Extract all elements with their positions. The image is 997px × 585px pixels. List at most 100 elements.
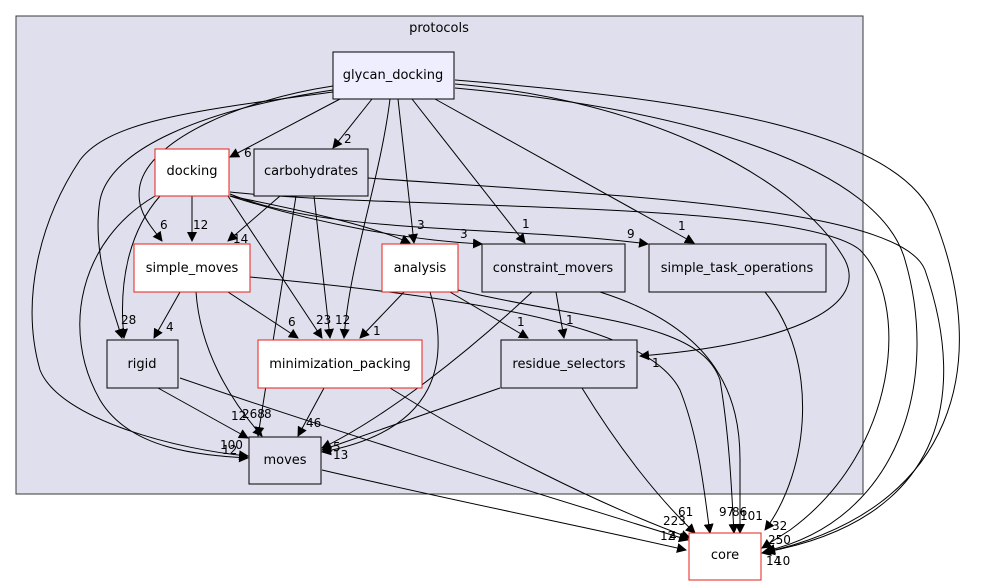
edge-glycan-docking-to-docking: [229, 98, 341, 158]
node-rigid[interactable]: rigid: [106, 339, 179, 389]
node-glycan-docking[interactable]: glycan_docking: [332, 51, 455, 100]
node-constraint-movers[interactable]: constraint_movers: [481, 243, 626, 293]
edge-rigid-to-core: [179, 377, 689, 543]
edge-glycan-docking-to-rigid: [97, 89, 334, 339]
edge-carbohydrates-to-core: [367, 177, 945, 556]
edge-glycan-docking-to-analysis: [397, 98, 418, 244]
edge-label: 1: [517, 315, 525, 329]
edge-label: 5: [333, 440, 341, 454]
edge-docking-to-analysis: [229, 195, 411, 244]
edge-label: 97: [719, 505, 734, 519]
edge-glycan-docking-to-core-1: [454, 79, 960, 556]
node-label: simple_task_operations: [661, 261, 814, 276]
edge-carbohydrates-to-moves: [254, 195, 297, 437]
edge-residue-selectors-to-core: [581, 387, 696, 534]
edge-constraint-movers-to-core: [599, 291, 745, 534]
edge-label: 12: [193, 218, 208, 232]
edge-label: 10: [775, 554, 790, 568]
node-label: simple_moves: [146, 261, 239, 276]
node-residue-selectors[interactable]: residue_selectors: [500, 339, 638, 389]
edge-glycan-docking-to-simple-task-operations: [434, 98, 695, 244]
edge-label: 3: [417, 218, 425, 232]
node-analysis[interactable]: analysis: [381, 243, 459, 293]
edge-label: 1: [566, 313, 574, 327]
edge-label: 268: [242, 407, 265, 421]
edge-label: 3: [460, 227, 468, 241]
edge-label: 13: [333, 448, 348, 462]
edge-carbohydrates-to-minimization-packing: [313, 195, 334, 339]
node-simple-moves[interactable]: simple_moves: [133, 243, 251, 293]
node-label: carbohydrates: [264, 164, 358, 179]
edge-analysis-to-minimization-packing: [359, 291, 405, 339]
edge-carbohydrates-to-simple-moves: [227, 195, 281, 242]
edge-glycan-docking-to-residue-selectors: [454, 83, 850, 361]
edge-label: 1: [678, 219, 686, 233]
edge-label: 14: [766, 554, 781, 568]
edge-label: 1: [652, 356, 660, 370]
edge-label: 86: [732, 505, 747, 519]
edge-label: 2: [344, 132, 352, 146]
edge-glycan-docking-to-simple-moves: [138, 85, 334, 242]
edge-label: 4: [669, 529, 677, 543]
edge-label: 12: [222, 443, 237, 457]
node-label: core: [711, 548, 739, 563]
edge-label: 6: [288, 315, 296, 329]
edge-analysis-to-residue-selectors: [449, 291, 529, 339]
edge-labels: 6 2 12 6 3 1 1 3 9 14 28 4 6 23 12 1 1 1…: [121, 132, 791, 568]
edge-glycan-docking-to-minimization-packing: [339, 98, 391, 339]
edge-label: 6: [160, 218, 168, 232]
edge-simple-task-operations-to-core: [764, 291, 804, 531]
edge-glycan-docking-to-core-2: [454, 87, 918, 554]
edge-label: 1: [373, 324, 381, 338]
edge-constraint-movers-to-residue-selectors: [555, 291, 568, 339]
edge-docking-to-moves: [79, 195, 249, 463]
edge-glycan-docking-to-carbohydrates: [332, 98, 373, 149]
node-carbohydrates[interactable]: carbohydrates: [253, 148, 369, 197]
edge-docking-to-constraint-movers: [229, 195, 483, 249]
edge-label: 28: [121, 313, 136, 327]
edge-label: 9: [627, 227, 635, 241]
edge-rigid-to-moves: [157, 387, 249, 439]
edges: [31, 79, 960, 556]
edge-label: 1: [522, 217, 530, 231]
protocols-cluster-label: protocols: [409, 21, 469, 36]
edge-label: 23: [316, 313, 331, 327]
edge-label: 46: [306, 416, 321, 430]
node-label: glycan_docking: [343, 68, 443, 83]
edge-label: 4: [166, 320, 174, 334]
node-docking[interactable]: docking: [154, 148, 230, 197]
node-label: constraint_movers: [493, 261, 614, 276]
edge-simple-moves-to-rigid: [153, 291, 181, 339]
node-minimization-packing[interactable]: minimization_packing: [257, 339, 423, 389]
edge-label: 101: [740, 509, 763, 523]
edge-label: 12: [231, 409, 246, 423]
edge-docking-to-rigid: [118, 195, 161, 339]
edge-docking-to-core: [229, 191, 890, 549]
node-label: docking: [167, 164, 218, 179]
edge-label: 100: [220, 438, 243, 452]
edge-label: 8: [264, 407, 272, 421]
edge-label: 61: [678, 505, 693, 519]
edge-docking-to-minimization-packing: [227, 195, 323, 339]
node-label: minimization_packing: [269, 357, 411, 372]
edge-label: 12: [335, 313, 350, 327]
edge-glycan-docking-to-constraint-movers: [411, 98, 526, 244]
edge-label: 32: [772, 519, 787, 533]
node-label: rigid: [127, 357, 156, 372]
node-label: analysis: [394, 261, 447, 276]
edge-label: 6: [244, 146, 252, 160]
edge-analysis-to-core: [457, 289, 739, 534]
node-simple-task-operations[interactable]: simple_task_operations: [648, 243, 827, 293]
node-moves[interactable]: moves: [248, 436, 322, 485]
edge-analysis-to-moves: [321, 291, 439, 456]
edge-label: 12: [660, 529, 675, 543]
edge-simple-moves-to-moves: [195, 291, 263, 437]
edge-glycan-docking-to-moves: [31, 91, 334, 461]
edge-label: 223: [663, 514, 686, 528]
node-label: residue_selectors: [512, 357, 625, 372]
edge-docking-to-simple-task-operations: [229, 193, 649, 248]
node-core[interactable]: core: [688, 532, 762, 581]
edge-residue-selectors-to-moves: [321, 387, 501, 452]
edge-simple-moves-to-core: [249, 276, 714, 534]
